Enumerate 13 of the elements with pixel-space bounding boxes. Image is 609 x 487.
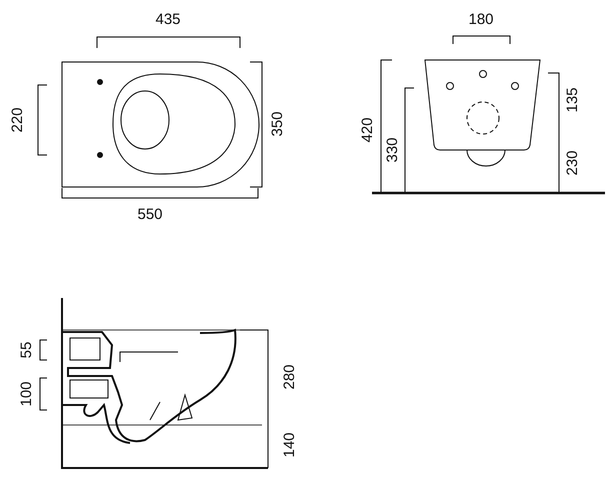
dimension-value: 140 — [282, 432, 298, 458]
dimension-value: 550 — [137, 207, 163, 223]
dimension-value: 55 — [19, 342, 35, 358]
dimension-value: 230 — [565, 150, 581, 176]
dimension-value: 100 — [19, 381, 35, 407]
dimension-value: 420 — [360, 117, 376, 143]
dimension-value: 220 — [10, 107, 26, 133]
dimension-value: 180 — [468, 12, 494, 28]
dimension-value: 135 — [565, 87, 581, 113]
dimension-value: 330 — [385, 137, 401, 163]
dimension-value: 280 — [282, 364, 298, 390]
dimension-value: 435 — [155, 12, 181, 28]
dimension-value: 350 — [270, 111, 286, 137]
